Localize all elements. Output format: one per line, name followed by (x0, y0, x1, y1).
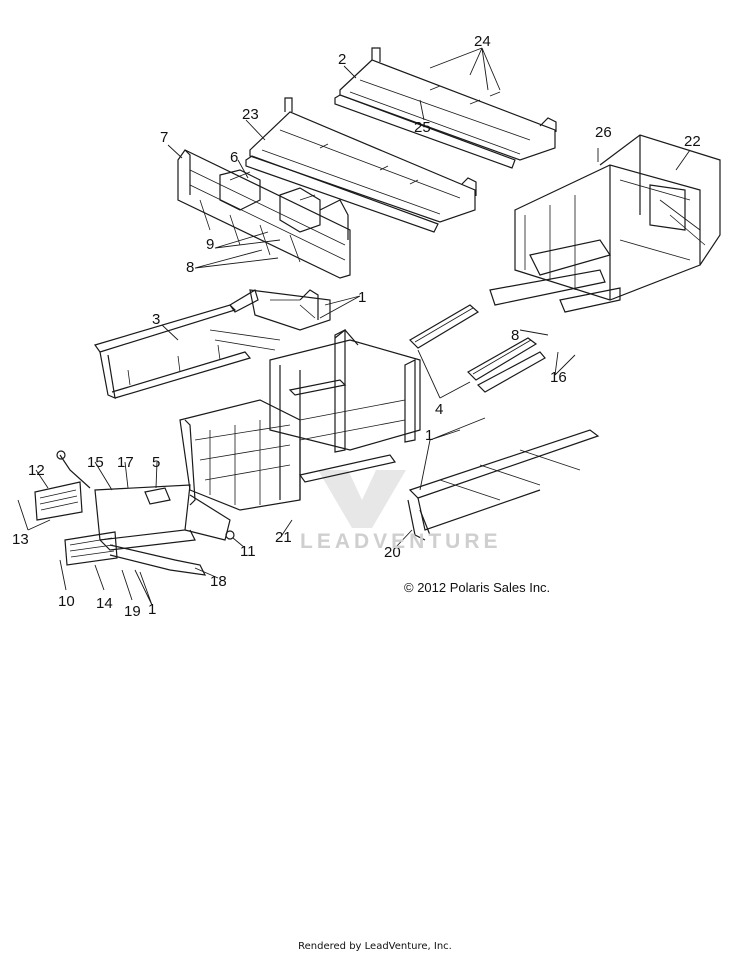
label-26: 26 (595, 124, 612, 141)
label-25: 25 (414, 119, 431, 136)
label-15: 15 (87, 454, 104, 471)
part-3-floor-frame (94, 289, 331, 399)
label-19: 19 (124, 603, 141, 620)
label-14: 14 (96, 595, 113, 612)
part-20-lower-frame (407, 429, 600, 541)
label-5: 5 (152, 454, 160, 471)
leader-lines (17, 47, 691, 606)
label-17: 17 (117, 454, 134, 471)
copyright-text: © 2012 Polaris Sales Inc. (404, 580, 551, 595)
part-labels: 24 2 25 23 26 22 7 6 9 8 1 3 8 16 4 1 12… (12, 33, 701, 620)
label-4: 4 (435, 401, 443, 418)
watermark-logo (318, 470, 406, 528)
part-23-mid-panel (245, 97, 477, 233)
footer-text: Rendered by LeadVenture, Inc. (298, 941, 452, 952)
label-22: 22 (684, 133, 701, 150)
label-2: 2 (338, 51, 346, 68)
label-21: 21 (275, 529, 292, 546)
label-6: 6 (230, 149, 238, 166)
label-20: 20 (384, 544, 401, 561)
part-22-rear-frame (489, 134, 721, 313)
label-7: 7 (160, 129, 168, 146)
label-13: 13 (12, 531, 29, 548)
label-11: 11 (240, 543, 256, 560)
label-23: 23 (242, 106, 259, 123)
label-18: 18 (210, 573, 227, 590)
label-12: 12 (28, 462, 45, 479)
label-8-top: 8 (186, 259, 194, 276)
watermark-text: LEADVENTURE (300, 530, 502, 553)
part-7-seat-frame (177, 149, 351, 279)
label-16: 16 (550, 369, 567, 386)
label-8-right: 8 (511, 327, 519, 344)
label-1-bottom: 1 (148, 601, 156, 618)
label-3: 3 (152, 311, 160, 328)
label-24: 24 (474, 33, 491, 50)
label-9: 9 (206, 236, 214, 253)
label-1-mid: 1 (425, 427, 433, 444)
label-10: 10 (58, 593, 75, 610)
part-4-side-brackets (409, 304, 546, 393)
part-2-rear-panel (334, 47, 557, 169)
label-1-top: 1 (358, 289, 366, 306)
part-front-bumper (34, 450, 235, 576)
